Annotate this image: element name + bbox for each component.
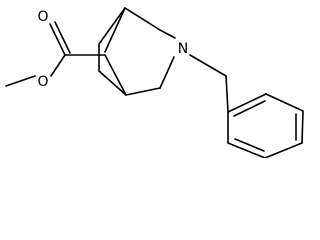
bond-ethano-bridgehead-bottom (98, 70, 127, 96)
bond-carbonyl-double-1 (49, 23, 66, 56)
ring-bond-4 (264, 142, 303, 158)
bond-c7-bridgehead-bottom (104, 54, 127, 96)
ester-oxygen-label: O (37, 74, 48, 90)
bond-ch2-nitrogen-top (159, 29, 176, 39)
atom-labels: O O N (37, 9, 188, 90)
bond-methyl-oxygen (5, 75, 36, 87)
bond-nitrogen-benzylic (189, 54, 227, 77)
bond-bridgehead-top-ethano (98, 7, 126, 45)
ring-double-bond-3 (234, 138, 265, 152)
bond-carbonyl-double-2 (54, 21, 71, 54)
ring-bond-5 (227, 142, 266, 158)
bond-oxygen-carbonyl (50, 54, 66, 77)
ring-bond-3 (301, 110, 304, 144)
carbonyl-oxygen-label: O (37, 9, 48, 25)
ring-bond-2 (265, 93, 304, 112)
bond-lines (5, 7, 304, 158)
bond-ch2-bridgehead-bottom (125, 87, 161, 96)
bond-bridgehead-top-c7 (104, 7, 126, 53)
bond-bridgehead-top-ch2 (124, 7, 161, 31)
bond-benzylic-ring (225, 75, 229, 113)
molecule-diagram: O O N (5, 7, 304, 158)
structure-canvas: O O N (5, 7, 304, 158)
ring-bond-1 (227, 93, 267, 113)
ring-double-bond-1 (233, 100, 266, 117)
bond-nitrogen-ch2-bottom (159, 56, 175, 89)
nitrogen-label: N (178, 41, 188, 57)
